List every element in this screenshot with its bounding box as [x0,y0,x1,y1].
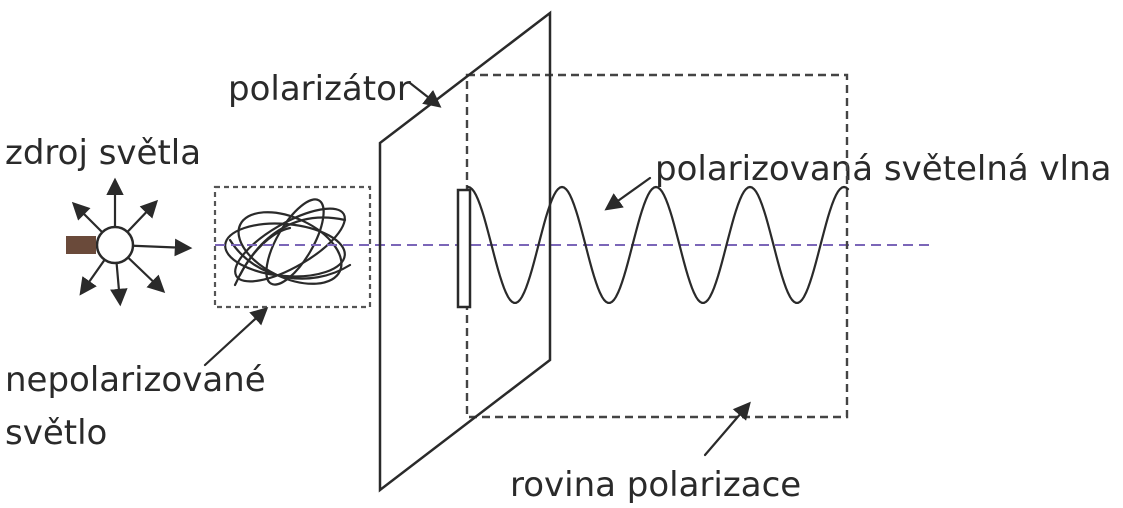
label-unpolarized-line2: světlo [5,413,107,453]
lamp-bulb [95,225,135,265]
polarized-wave [466,185,850,304]
label-polarized-wave: polarizovaná světelná vlna [655,149,1111,189]
label-polarizer: polarizátor [228,69,411,109]
lamp-base [66,236,96,254]
label-light-source: zdroj světla [5,133,201,173]
polarizer-pointer-arrow [408,81,442,108]
polarization-plane-rect [465,73,849,419]
wave-pointer-arrow [604,176,652,211]
light-source-icon [66,177,193,307]
plane-pointer-arrow [703,401,751,457]
polarizer-slit [456,188,472,309]
tangled-waves [224,198,352,287]
label-polarization-plane: rovina polarizace [510,465,801,503]
polarizer-sheet [378,10,552,493]
unpolarized-pointer-arrow [203,307,269,367]
bundle-outline [213,185,372,309]
label-unpolarized-line1: nepolarizované [5,360,266,400]
unpolarized-light-bundle [213,185,372,309]
